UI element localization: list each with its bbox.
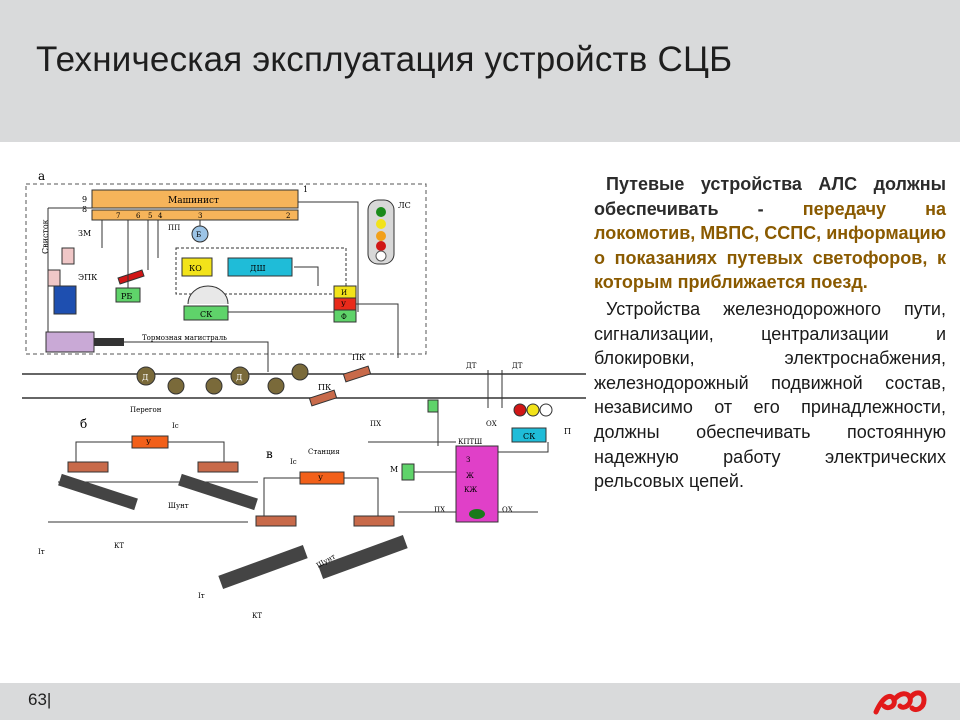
svg-text:б: б xyxy=(80,417,87,431)
svg-text:Iс: Iс xyxy=(172,422,179,430)
dsh-box xyxy=(227,257,293,277)
svg-text:У: У xyxy=(341,301,346,309)
ko-box xyxy=(181,257,213,277)
paragraph-1: Путевые устройства АЛС должны обеспечива… xyxy=(594,172,946,295)
svg-text:Iт: Iт xyxy=(198,592,205,600)
footer-band xyxy=(0,683,960,720)
svg-text:ПХ: ПХ xyxy=(370,420,381,428)
slide-title: Техническая эксплуатация устройств СЦБ xyxy=(36,40,733,79)
svg-text:КТ: КТ xyxy=(252,612,262,620)
svg-text:5: 5 xyxy=(148,212,152,220)
svg-text:8: 8 xyxy=(82,205,87,214)
svg-text:Ф: Ф xyxy=(341,313,347,321)
svg-text:6: 6 xyxy=(136,212,141,220)
svg-text:ЭПК: ЭПК xyxy=(78,273,98,282)
epk-valve xyxy=(53,285,77,315)
svg-text:З: З xyxy=(466,456,470,464)
svg-text:ПК: ПК xyxy=(352,353,366,362)
paragraph-1-lead: Путевые устройства АЛС должны обеспечива… xyxy=(594,174,946,219)
header-band xyxy=(0,0,960,142)
svg-text:Iс: Iс xyxy=(290,458,297,466)
svg-text:РБ: РБ xyxy=(121,292,132,301)
svg-text:КТ: КТ xyxy=(114,542,124,550)
svg-text:КЖ: КЖ xyxy=(464,486,477,494)
svg-text:У: У xyxy=(318,475,323,483)
svg-text:И: И xyxy=(341,289,347,297)
sk-track-box xyxy=(511,427,547,443)
svg-text:Б: Б xyxy=(196,231,201,239)
rzd-logo xyxy=(873,690,927,715)
svg-text:ЗМ: ЗМ xyxy=(78,229,91,238)
page-number: 63| xyxy=(28,690,52,709)
svg-text:ДТ: ДТ xyxy=(466,362,477,370)
svg-text:П: П xyxy=(564,427,571,436)
label-a: а xyxy=(38,169,45,183)
svg-text:ЛС: ЛС xyxy=(398,201,411,210)
svg-text:в: в xyxy=(266,447,273,461)
svg-text:Д: Д xyxy=(236,373,243,382)
svg-text:Свисток: Свисток xyxy=(41,219,50,254)
svg-text:М: М xyxy=(390,465,398,474)
svg-text:ОХ: ОХ xyxy=(502,506,513,514)
svg-text:Ж: Ж xyxy=(466,472,474,480)
svg-text:Iт: Iт xyxy=(38,548,45,556)
svg-text:4: 4 xyxy=(158,212,163,220)
mashinist-box xyxy=(91,189,299,209)
svg-text:2: 2 xyxy=(286,212,290,220)
paragraph-2: Устройства железнодорожного пути, сигнал… xyxy=(594,298,946,492)
svg-text:7: 7 xyxy=(116,212,120,220)
svg-text:Перегон: Перегон xyxy=(130,406,162,414)
svg-text:КО: КО xyxy=(189,264,202,273)
svg-text:ПК: ПК xyxy=(318,383,332,392)
svg-text:ДШ: ДШ xyxy=(250,264,266,273)
svg-text:Тормозная магистраль: Тормозная магистраль xyxy=(142,334,227,342)
svg-text:Машинист: Машинист xyxy=(168,196,219,206)
als-diagram: а Машинист 9 8 1 7 6 5 4 3 2 ЛС Свисток … xyxy=(22,169,586,620)
svg-text:9: 9 xyxy=(82,195,87,204)
svg-text:У: У xyxy=(146,439,151,447)
body-text: Путевые устройства АЛС должны обеспечива… xyxy=(594,172,946,494)
svg-text:1: 1 xyxy=(303,185,308,194)
paragraph-1-accent: передачу на локомотив, МВПС, ССПС, инфор… xyxy=(594,198,946,293)
svg-text:Д: Д xyxy=(142,373,149,382)
svg-text:Станция: Станция xyxy=(308,448,340,456)
sk-box xyxy=(183,305,229,321)
svg-text:ДТ: ДТ xyxy=(512,362,523,370)
svg-text:ПП: ПП xyxy=(168,224,180,232)
svg-text:ПХ: ПХ xyxy=(434,506,445,514)
svg-text:Шунт: Шунт xyxy=(168,502,189,510)
svg-text:КПТШ: КПТШ xyxy=(458,438,482,446)
svg-text:СК: СК xyxy=(523,432,536,441)
svg-text:СК: СК xyxy=(200,310,213,319)
svg-text:ОХ: ОХ xyxy=(486,420,497,428)
svg-text:3: 3 xyxy=(198,212,202,220)
